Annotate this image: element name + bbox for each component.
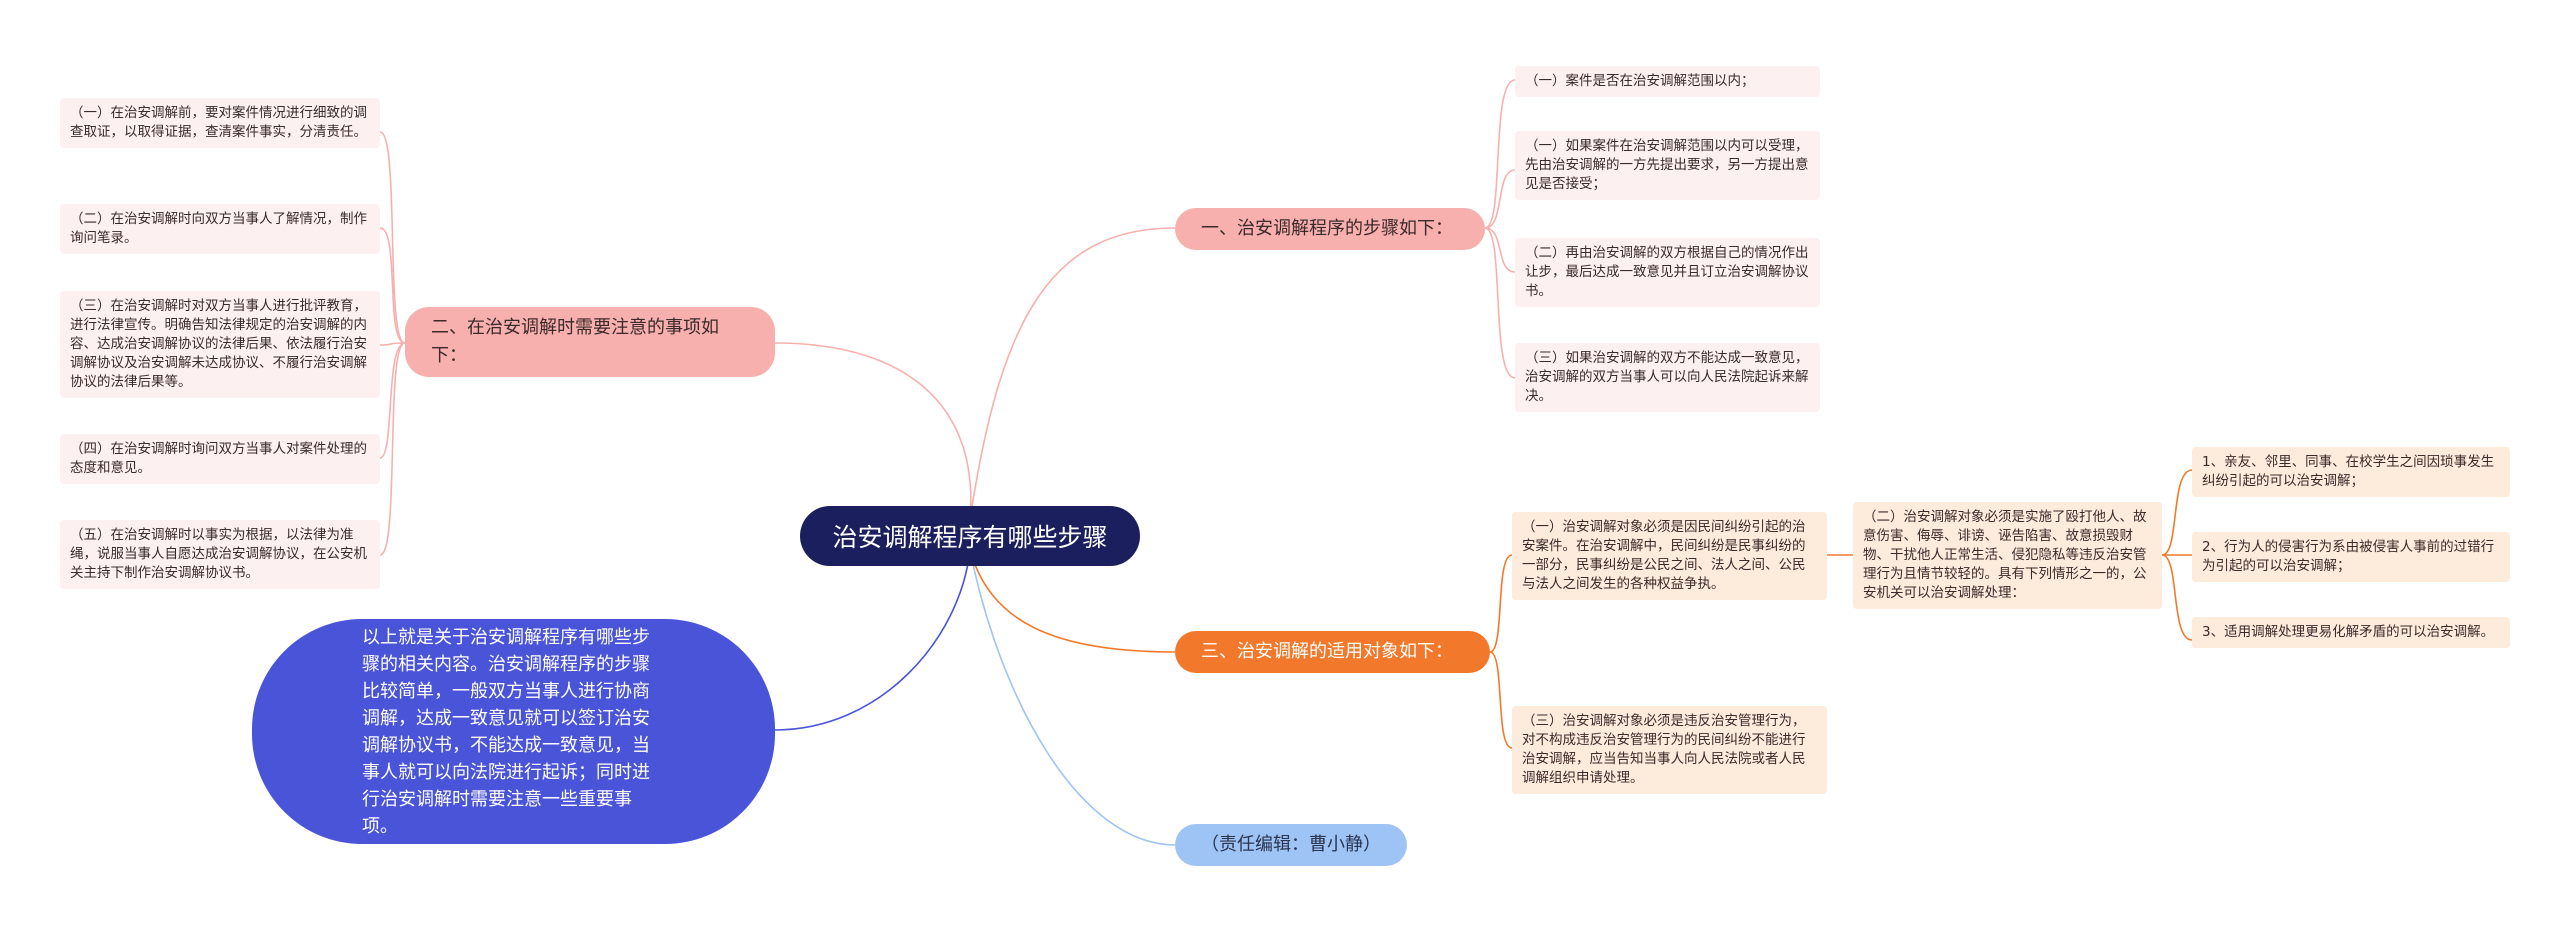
branch-steps[interactable]: 一、治安调解程序的步骤如下： — [1175, 208, 1485, 250]
editor-node[interactable]: （责任编辑：曹小静） — [1175, 824, 1407, 866]
notes-item-1[interactable]: （一）在治安调解前，要对案件情况进行细致的调查取证，以取得证据，查清案件事实，分… — [60, 98, 380, 148]
branch-notes[interactable]: 二、在治安调解时需要注意的事项如下： — [405, 307, 775, 377]
branch-scope[interactable]: 三、治安调解的适用对象如下： — [1175, 631, 1490, 673]
notes-item-5[interactable]: （五）在治安调解时以事实为根据，以法律为准绳，说服当事人自愿达成治安调解协议，在… — [60, 520, 380, 589]
scope-sub-item-1[interactable]: 1、亲友、邻里、同事、在校学生之间因琐事发生纠纷引起的可以治安调解； — [2192, 447, 2510, 497]
scope-item-2[interactable]: （二）治安调解对象必须是实施了殴打他人、故意伤害、侮辱、诽谤、诬告陷害、故意损毁… — [1853, 502, 2162, 609]
notes-item-2[interactable]: （二）在治安调解时向双方当事人了解情况，制作询问笔录。 — [60, 204, 380, 254]
root-topic[interactable]: 治安调解程序有哪些步骤 — [800, 506, 1140, 566]
steps-item-2[interactable]: （一）如果案件在治安调解范围以内可以受理，先由治安调解的一方先提出要求，另一方提… — [1515, 131, 1820, 200]
notes-item-3[interactable]: （三）在治安调解时对双方当事人进行批评教育，进行法律宣传。明确告知法律规定的治安… — [60, 291, 380, 398]
steps-item-3[interactable]: （二）再由治安调解的双方根据自己的情况作出让步，最后达成一致意见并且订立治安调解… — [1515, 238, 1820, 307]
scope-sub-item-2[interactable]: 2、行为人的侵害行为系由被侵害人事前的过错行为引起的可以治安调解； — [2192, 532, 2510, 582]
scope-item-3[interactable]: （三）治安调解对象必须是违反治安管理行为，对不构成违反治安管理行为的民间纠纷不能… — [1512, 706, 1827, 794]
steps-item-4[interactable]: （三）如果治安调解的双方不能达成一致意见，治安调解的双方当事人可以向人民法院起诉… — [1515, 343, 1820, 412]
scope-sub-item-3[interactable]: 3、适用调解处理更易化解矛盾的可以治安调解。 — [2192, 617, 2510, 648]
steps-item-1[interactable]: （一）案件是否在治安调解范围以内； — [1515, 66, 1820, 97]
notes-item-4[interactable]: （四）在治安调解时询问双方当事人对案件处理的态度和意见。 — [60, 434, 380, 484]
scope-item-1[interactable]: （一）治安调解对象必须是因民间纠纷引起的治安案件。在治安调解中，民间纠纷是民事纠… — [1512, 512, 1827, 600]
summary-node[interactable]: 以上就是关于治安调解程序有哪些步骤的相关内容。治安调解程序的步骤比较简单，一般双… — [252, 619, 775, 844]
